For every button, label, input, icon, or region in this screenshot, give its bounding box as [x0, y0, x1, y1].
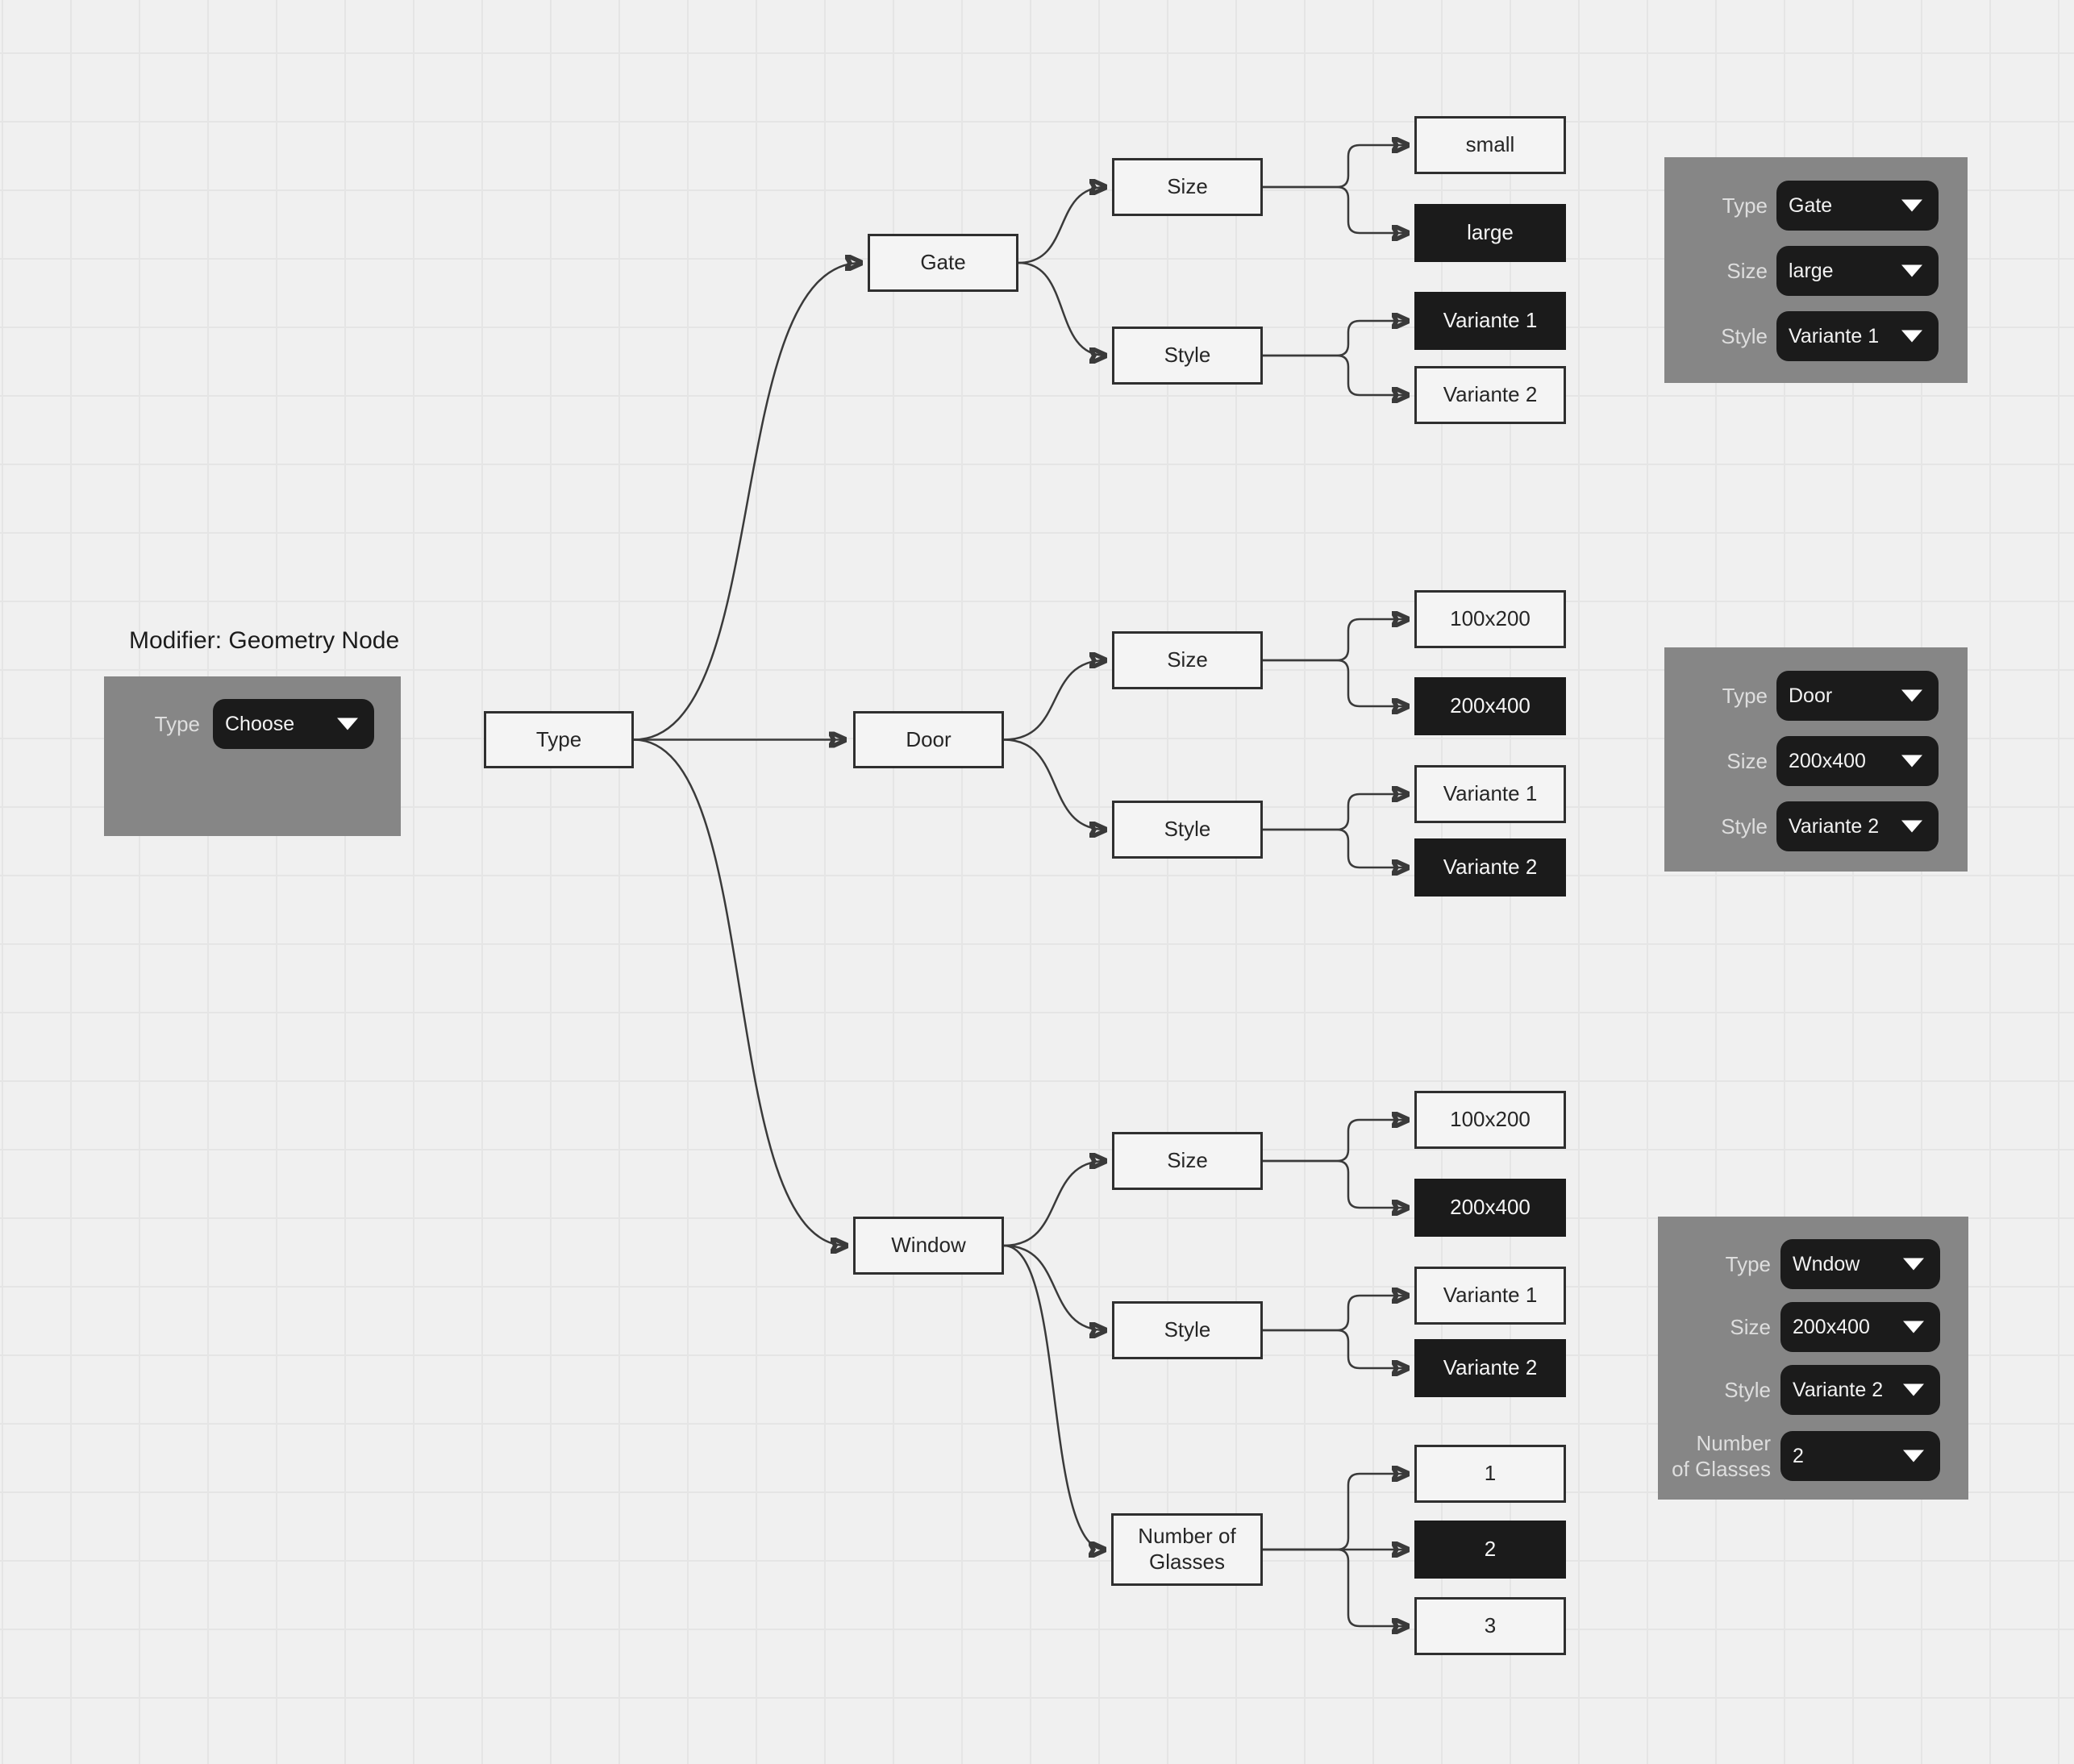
- result-panel-wndow-type-value: Wndow: [1793, 1252, 1860, 1275]
- connector-edge: [1003, 1244, 1106, 1330]
- page-title: Modifier: Geometry Node: [129, 627, 400, 654]
- result-panel-door-size-value: 200x400: [1789, 749, 1866, 772]
- connector-edge: [1263, 1159, 1408, 1208]
- option-node-gate-small[interactable]: small: [1414, 116, 1566, 174]
- result-panel-wndow-style-dropdown[interactable]: Variante 2: [1780, 1365, 1940, 1415]
- option-node-window-variante-2[interactable]: Variante 2: [1414, 1339, 1566, 1397]
- option-node-door-100x200[interactable]: 100x200: [1414, 590, 1566, 648]
- connector-edge: [1263, 354, 1408, 395]
- connector-edge: [1263, 185, 1408, 233]
- dropdown-arrow-icon: [1901, 330, 1922, 343]
- option-node-window-variante-1[interactable]: Variante 1: [1414, 1267, 1566, 1325]
- option-node-door-variante-1[interactable]: Variante 1: [1414, 765, 1566, 823]
- tree-node-window-size[interactable]: Size: [1112, 1132, 1263, 1190]
- dropdown-arrow-icon: [1903, 1258, 1924, 1271]
- connector-edge: [1003, 738, 1106, 830]
- connector-edge: [633, 738, 847, 1246]
- connector-edge: [1263, 659, 1408, 706]
- dropdown-arrow-icon: [1903, 1383, 1924, 1396]
- result-panel-gate-type-label: Type: [1722, 193, 1768, 218]
- result-panel-door-size-label: Size: [1726, 748, 1768, 773]
- connector-edge: [1018, 187, 1106, 264]
- tree-node-gate-style[interactable]: Style: [1112, 327, 1263, 385]
- result-panel-door-style-dropdown[interactable]: Variante 2: [1776, 801, 1939, 851]
- dropdown-arrow-icon: [1901, 689, 1922, 702]
- option-node-window-2[interactable]: 2: [1414, 1521, 1566, 1579]
- result-panel-door-style-label: Style: [1721, 813, 1768, 838]
- dropdown-arrow-icon: [1903, 1450, 1924, 1462]
- tree-node-door[interactable]: Door: [853, 711, 1004, 768]
- connector-edge: [1263, 1329, 1408, 1368]
- tree-node-window[interactable]: Window: [853, 1217, 1004, 1275]
- result-panel-wndow-type-label: Type: [1725, 1251, 1771, 1276]
- connector-edge: [1263, 1474, 1408, 1551]
- result-panel-gate-size-label: Size: [1726, 258, 1768, 283]
- result-panel-door-type-value: Door: [1789, 684, 1833, 707]
- dropdown-arrow-icon: [1901, 820, 1922, 833]
- connector-edge: [1018, 261, 1106, 356]
- connector-edge: [1003, 1244, 1105, 1550]
- result-panel-gate-style-value: Variante 1: [1789, 324, 1880, 347]
- option-node-gate-large[interactable]: large: [1414, 204, 1566, 262]
- dropdown-arrow-icon: [1903, 1321, 1924, 1333]
- tree-node-gate-size[interactable]: Size: [1112, 158, 1263, 216]
- dropdown-arrow-icon: [1901, 755, 1922, 768]
- connector-edge: [1003, 660, 1106, 741]
- tree-node-door-size[interactable]: Size: [1112, 631, 1263, 689]
- modifier-type-label: Type: [154, 711, 200, 736]
- connector-edge: [1263, 828, 1408, 867]
- result-panel-gate-size-dropdown[interactable]: large: [1776, 246, 1939, 296]
- option-node-gate-variante-1[interactable]: Variante 1: [1414, 292, 1566, 350]
- dropdown-arrow-icon: [1901, 264, 1922, 277]
- connector-edge: [1263, 1296, 1408, 1332]
- option-node-window-200x400[interactable]: 200x400: [1414, 1179, 1566, 1237]
- connector-edge: [1263, 1120, 1408, 1163]
- result-panel-gate-style-label: Style: [1721, 323, 1768, 348]
- modifier-type-dropdown[interactable]: Choose: [213, 699, 374, 749]
- result-panel-wndow-size-value: 200x400: [1793, 1315, 1870, 1338]
- option-node-window-100x200[interactable]: 100x200: [1414, 1091, 1566, 1149]
- tree-node-window-number-of-glasses[interactable]: Number of Glasses: [1111, 1513, 1263, 1586]
- option-node-gate-variante-2[interactable]: Variante 2: [1414, 366, 1566, 424]
- option-node-window-1[interactable]: 1: [1414, 1445, 1566, 1503]
- connector-edge: [1263, 1548, 1408, 1626]
- result-panel-wndow-type-dropdown[interactable]: Wndow: [1780, 1239, 1940, 1289]
- tree-node-window-style[interactable]: Style: [1112, 1301, 1263, 1359]
- connector-edge: [1003, 1161, 1106, 1247]
- connector-edge: [1263, 321, 1408, 357]
- result-panel-gate-type-dropdown[interactable]: Gate: [1776, 181, 1939, 231]
- result-panel-door-size-dropdown[interactable]: 200x400: [1776, 736, 1939, 786]
- option-node-door-variante-2[interactable]: Variante 2: [1414, 838, 1566, 897]
- result-panel-wndow-style-label: Style: [1724, 1377, 1771, 1402]
- result-panel-wndow-size-dropdown[interactable]: 200x400: [1780, 1302, 1940, 1352]
- connector-edge: [1263, 619, 1408, 662]
- connector-edge: [1263, 794, 1408, 831]
- option-node-door-200x400[interactable]: 200x400: [1414, 677, 1566, 735]
- connector-edge: [633, 263, 861, 741]
- modifier-type-value: Choose: [225, 712, 295, 735]
- result-panel-wndow-style-value: Variante 2: [1793, 1378, 1884, 1401]
- tree-node-gate[interactable]: Gate: [868, 234, 1018, 292]
- result-panel-gate-type-value: Gate: [1789, 193, 1833, 217]
- result-panel-wndow-number-of-glasses-dropdown[interactable]: 2: [1780, 1431, 1940, 1481]
- result-panel-wndow-size-label: Size: [1730, 1314, 1771, 1339]
- dropdown-arrow-icon: [1901, 199, 1922, 212]
- result-panel-wndow-number-of-glasses-label: Number of Glasses: [1672, 1430, 1771, 1482]
- result-panel-gate-size-value: large: [1789, 259, 1834, 282]
- result-panel-gate-style-dropdown[interactable]: Variante 1: [1776, 311, 1939, 361]
- option-node-window-3[interactable]: 3: [1414, 1597, 1566, 1655]
- tree-node-type[interactable]: Type: [484, 711, 634, 768]
- tree-node-door-style[interactable]: Style: [1112, 801, 1263, 859]
- modifier-panel: Type Choose: [104, 676, 401, 836]
- dropdown-arrow-icon: [337, 718, 358, 730]
- result-panel-door-type-dropdown[interactable]: Door: [1776, 671, 1939, 721]
- connector-edge: [1263, 145, 1408, 189]
- result-panel-door-style-value: Variante 2: [1789, 814, 1880, 838]
- result-panel-door-type-label: Type: [1722, 683, 1768, 708]
- result-panel-wndow-number-of-glasses-value: 2: [1793, 1444, 1804, 1467]
